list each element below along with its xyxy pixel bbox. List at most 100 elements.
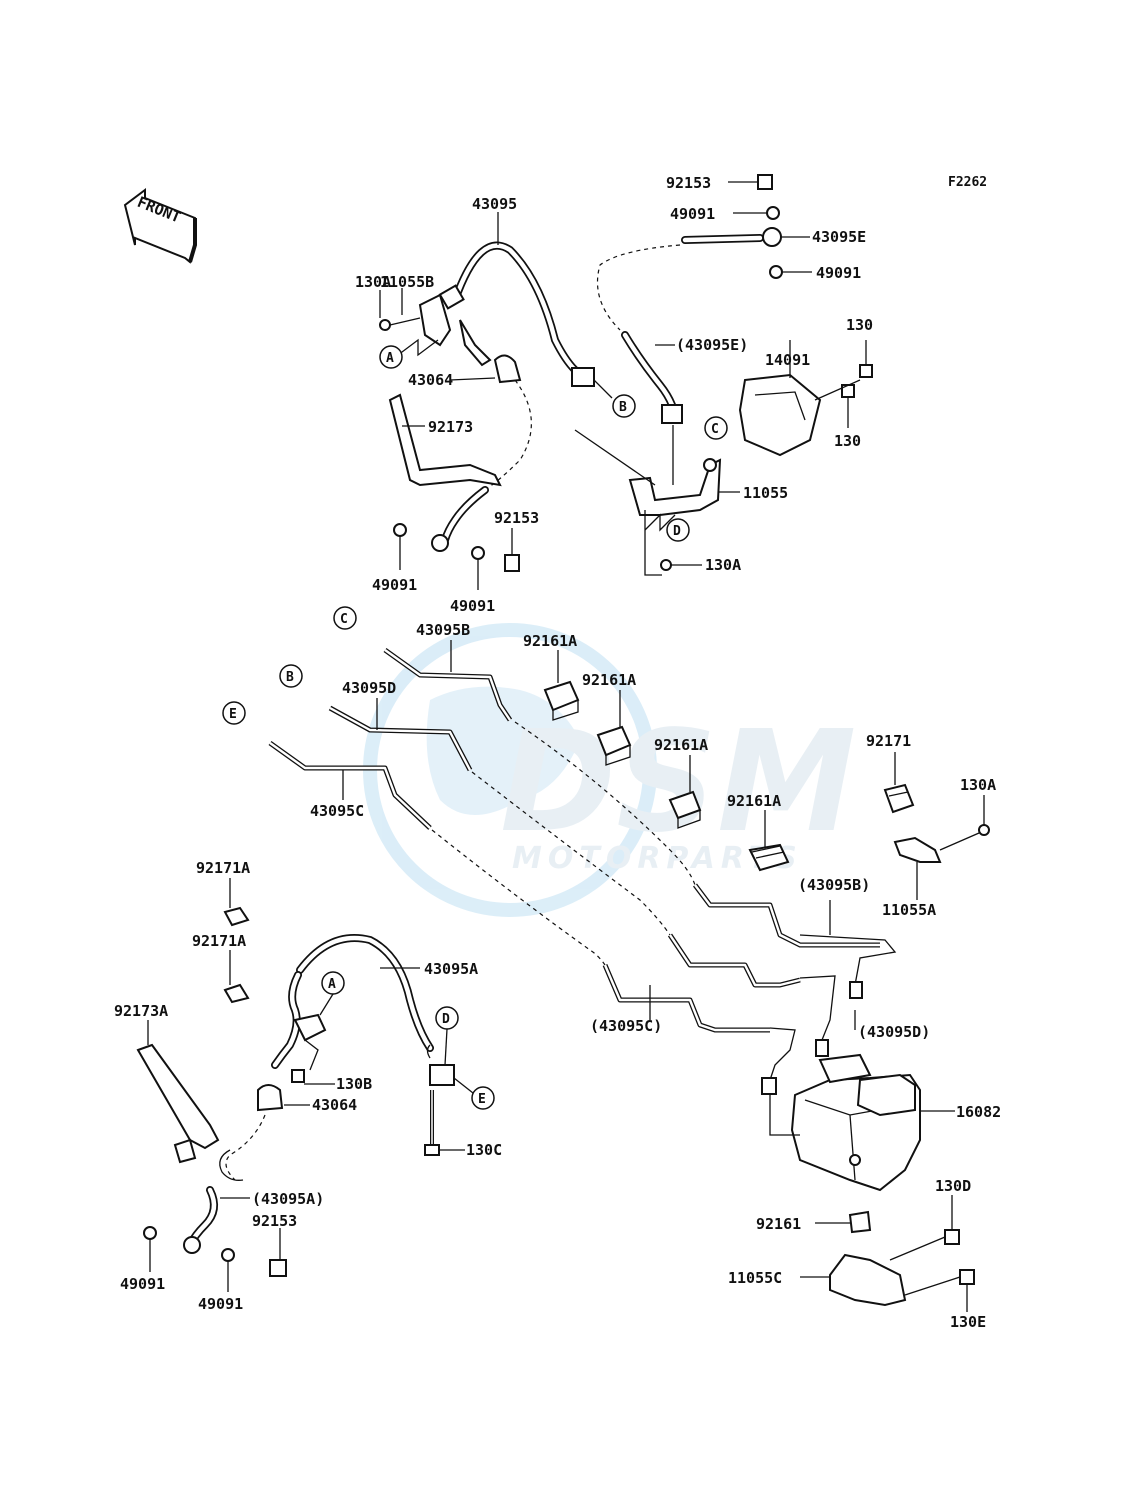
- bracket-11055C: [829, 1253, 907, 1307]
- label-49091-bottom1: 49091: [120, 1275, 165, 1293]
- clamp-92161A-2: [596, 725, 632, 766]
- label-130B: 130B: [336, 1075, 372, 1093]
- label-43095A: 43095A: [424, 960, 478, 978]
- label-43095C: 43095C: [310, 802, 364, 820]
- label-43095A-paren: (43095A): [252, 1190, 324, 1208]
- washer-49091-top1: [766, 206, 780, 220]
- bolt-92153-bottom: [269, 1259, 287, 1277]
- label-92173A: 92173A: [114, 1002, 168, 1020]
- bolt-130-top: [859, 364, 873, 378]
- svg-text:E: E: [478, 1092, 486, 1107]
- label-43095E-paren: (43095E): [676, 336, 748, 354]
- label-43064-bottom: 43064: [312, 1096, 357, 1114]
- grommet-92161: [848, 1210, 872, 1234]
- watermark-brand: DSM: [500, 701, 856, 864]
- block-B-top: [571, 367, 595, 387]
- label-130-mid: 130: [834, 432, 861, 450]
- fitting-43095E: [762, 227, 782, 247]
- label-43095D: 43095D: [342, 679, 396, 697]
- grommet-43064-top: [493, 354, 522, 384]
- clamp-92161A-1: [543, 680, 580, 721]
- svg-text:A: A: [328, 977, 336, 992]
- label-49091-mid1: 49091: [372, 576, 417, 594]
- bolt-130A-top: [379, 319, 391, 331]
- label-92171: 92171: [866, 732, 911, 750]
- label-43095B: 43095B: [416, 621, 470, 639]
- bolt-130D: [944, 1229, 960, 1245]
- label-92161: 92161: [756, 1215, 801, 1233]
- label-49091-top2: 49091: [816, 264, 861, 282]
- washer-49091-mid1: [393, 523, 407, 537]
- label-92171A-2: 92171A: [192, 932, 246, 950]
- diagram-code: F2262: [948, 175, 987, 190]
- block-DE-bottom: [429, 1064, 455, 1086]
- washer-49091-top2: [769, 265, 783, 279]
- watermark: DSM MOTORPARTS: [363, 623, 856, 917]
- label-43095B-paren: (43095B): [798, 876, 870, 894]
- label-92161A-4: 92161A: [727, 792, 781, 810]
- label-49091-mid2: 49091: [450, 597, 495, 615]
- label-92173: 92173: [428, 418, 473, 436]
- ref-E-bottom: [471, 1086, 495, 1110]
- svg-text:B: B: [619, 400, 627, 415]
- label-43064-top: 43064: [408, 371, 453, 389]
- clip-92171: [883, 783, 915, 814]
- label-92161A-3: 92161A: [654, 736, 708, 754]
- label-49091-top1: 49091: [670, 205, 715, 223]
- block-C-top: [661, 404, 683, 424]
- clamp-92161A-4: [748, 843, 790, 872]
- ref-C-pipe: [333, 606, 357, 630]
- front-arrow-icon: FRONT: [123, 188, 197, 264]
- label-130-top: 130: [846, 316, 873, 334]
- watermark-sub: MOTORPARTS: [512, 841, 803, 876]
- label-43095E: 43095E: [812, 228, 866, 246]
- label-92153-bottom: 92153: [252, 1212, 297, 1230]
- bolt-130C: [424, 1144, 440, 1156]
- label-43095D-paren: (43095D): [858, 1023, 930, 1041]
- washer-49091-bot1: [143, 1226, 157, 1240]
- label-92153-top: 92153: [666, 174, 711, 192]
- bolt-130E: [959, 1269, 975, 1285]
- svg-text:B: B: [286, 670, 294, 685]
- ref-A-top: [379, 345, 403, 369]
- label-11055: 11055: [743, 484, 788, 502]
- bolt-130A-mid: [660, 559, 672, 571]
- svg-text:C: C: [711, 422, 719, 437]
- label-130A-top: 130A: [355, 273, 391, 291]
- bracket-11055: [628, 458, 722, 516]
- bracket-92173: [388, 393, 502, 487]
- bracket-92173A: [136, 1043, 220, 1150]
- bolt-130B: [291, 1069, 305, 1083]
- clamp-92161A-3: [668, 790, 702, 829]
- svg-text:A: A: [386, 351, 394, 366]
- svg-text:E: E: [229, 707, 237, 722]
- label-49091-bottom2: 49091: [198, 1295, 243, 1313]
- ref-C-top: [704, 416, 728, 440]
- clip-92171A-2: [223, 983, 250, 1004]
- label-130A-mid: 130A: [705, 556, 741, 574]
- bolt-92153-top: [757, 174, 773, 190]
- svg-text:D: D: [673, 524, 681, 539]
- bracket-11055A: [893, 836, 942, 863]
- label-11055C: 11055C: [728, 1269, 782, 1287]
- bolt-130A-right: [978, 824, 990, 836]
- washer-49091-mid2: [471, 546, 485, 560]
- cover-14091: [738, 373, 822, 457]
- bracket-11055B: [418, 293, 452, 347]
- bolt-92153-mid: [504, 554, 520, 572]
- label-130D: 130D: [935, 1177, 971, 1195]
- abs-unit-16082: [790, 1053, 921, 1192]
- ref-E-pipe: [222, 701, 246, 725]
- ref-D-top: [666, 518, 690, 542]
- label-43095C-paren: (43095C): [590, 1017, 662, 1035]
- label-14091: 14091: [765, 351, 810, 369]
- label-11055B: 11055B: [380, 273, 434, 291]
- label-92161A-1: 92161A: [523, 632, 577, 650]
- svg-text:D: D: [442, 1012, 450, 1027]
- label-11055A: 11055A: [882, 901, 936, 919]
- label-130E: 130E: [950, 1313, 986, 1331]
- label-92161A-2: 92161A: [582, 671, 636, 689]
- label-130C: 130C: [466, 1141, 502, 1159]
- label-43095: 43095: [472, 195, 517, 213]
